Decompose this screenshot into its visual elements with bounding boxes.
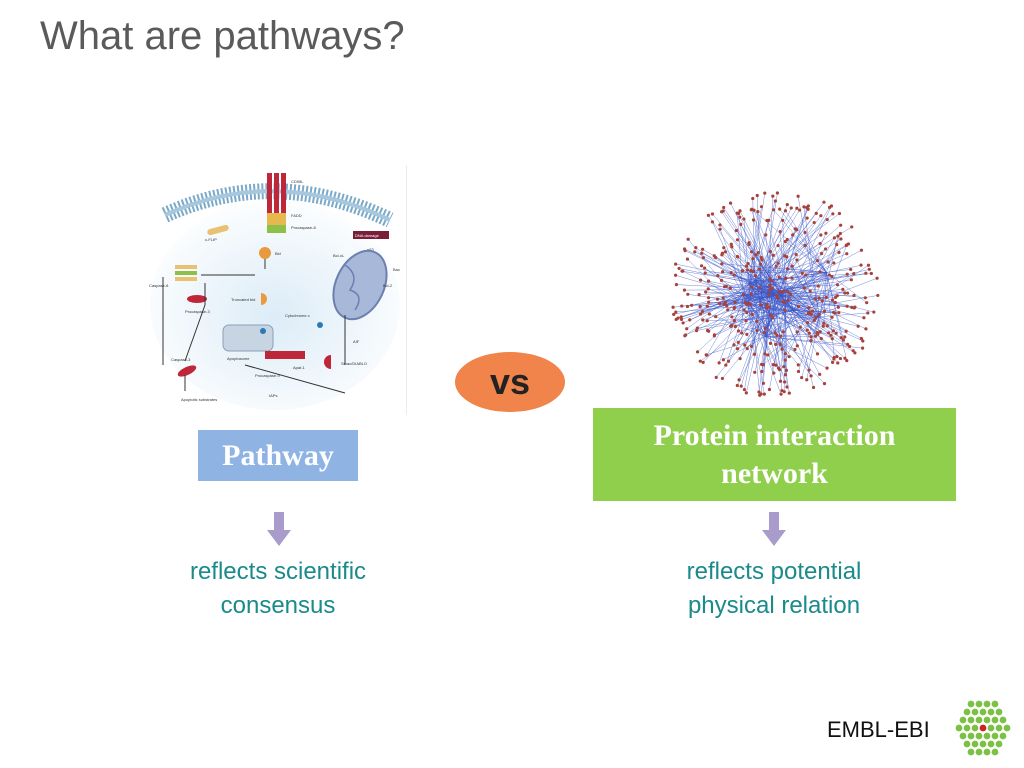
network-nodes bbox=[671, 191, 880, 397]
pathway-box: Pathway bbox=[198, 430, 358, 481]
pathway-note: reflects scientific consensus bbox=[148, 555, 408, 623]
protein-network-svg bbox=[671, 191, 880, 397]
label-bcl2: Bcl-2 bbox=[383, 283, 393, 288]
pathway-diagram: CD95L FADD Procaspase-8 c-FLIP DNA damag… bbox=[145, 165, 408, 415]
protein-network-box-line2: network bbox=[721, 456, 828, 490]
label-iaps: IAPs bbox=[269, 393, 277, 398]
label-apaf1: Apaf-1 bbox=[293, 365, 306, 370]
label-apoptotic-substrates: Apoptotic substrates bbox=[181, 397, 217, 402]
network-note: reflects potential physical relation bbox=[644, 555, 904, 623]
label-smac: Smac/DIABLO bbox=[341, 361, 367, 366]
footer-brand: EMBL-EBI bbox=[827, 717, 930, 742]
label-caspase3: Caspase-3 bbox=[171, 357, 191, 362]
label-caspase8: Caspase-8 bbox=[149, 283, 169, 288]
pathway-note-line2: consensus bbox=[220, 592, 336, 619]
pathway-note-line1: reflects scientific bbox=[189, 558, 367, 585]
network-note-line1: reflects potential bbox=[686, 558, 862, 585]
protein-network-box: Protein interaction network bbox=[593, 408, 956, 501]
label-bid: Bid bbox=[275, 251, 281, 256]
down-arrow-icon bbox=[762, 512, 786, 546]
cell-background bbox=[150, 200, 400, 410]
label-aif: AIF bbox=[353, 339, 360, 344]
label-procaspase3: Procaspase-3 bbox=[185, 309, 210, 314]
label-procaspase8: Procaspase-8 bbox=[291, 225, 316, 230]
embl-ebi-logo-icon bbox=[955, 700, 1011, 756]
label-apoptosome: Apoptosome bbox=[227, 356, 250, 361]
label-bax: Bax bbox=[393, 267, 400, 272]
network-note-line2: physical relation bbox=[687, 592, 861, 619]
label-dna-damage: DNA damage bbox=[355, 233, 380, 238]
label-procaspase9: Procaspase-9 bbox=[255, 373, 280, 378]
down-arrow-icon bbox=[267, 512, 291, 546]
label-bclxl: Bcl-xL bbox=[333, 253, 345, 258]
slide-title: What are pathways? bbox=[40, 14, 405, 58]
label-fadd: FADD bbox=[291, 213, 302, 218]
protein-network-image bbox=[662, 182, 888, 404]
pathway-diagram-svg: CD95L FADD Procaspase-8 c-FLIP DNA damag… bbox=[145, 165, 408, 415]
label-cd95l: CD95L bbox=[291, 179, 304, 184]
protein-network-box-line1: Protein interaction bbox=[653, 418, 896, 452]
label-cytochrome-c: Cytochrome c bbox=[285, 313, 310, 318]
label-cflip: c-FLIP bbox=[205, 237, 217, 242]
label-truncated-bid: Truncated bid bbox=[231, 297, 255, 302]
vs-badge: vs bbox=[455, 352, 565, 412]
label-p53: p53 bbox=[367, 247, 374, 252]
